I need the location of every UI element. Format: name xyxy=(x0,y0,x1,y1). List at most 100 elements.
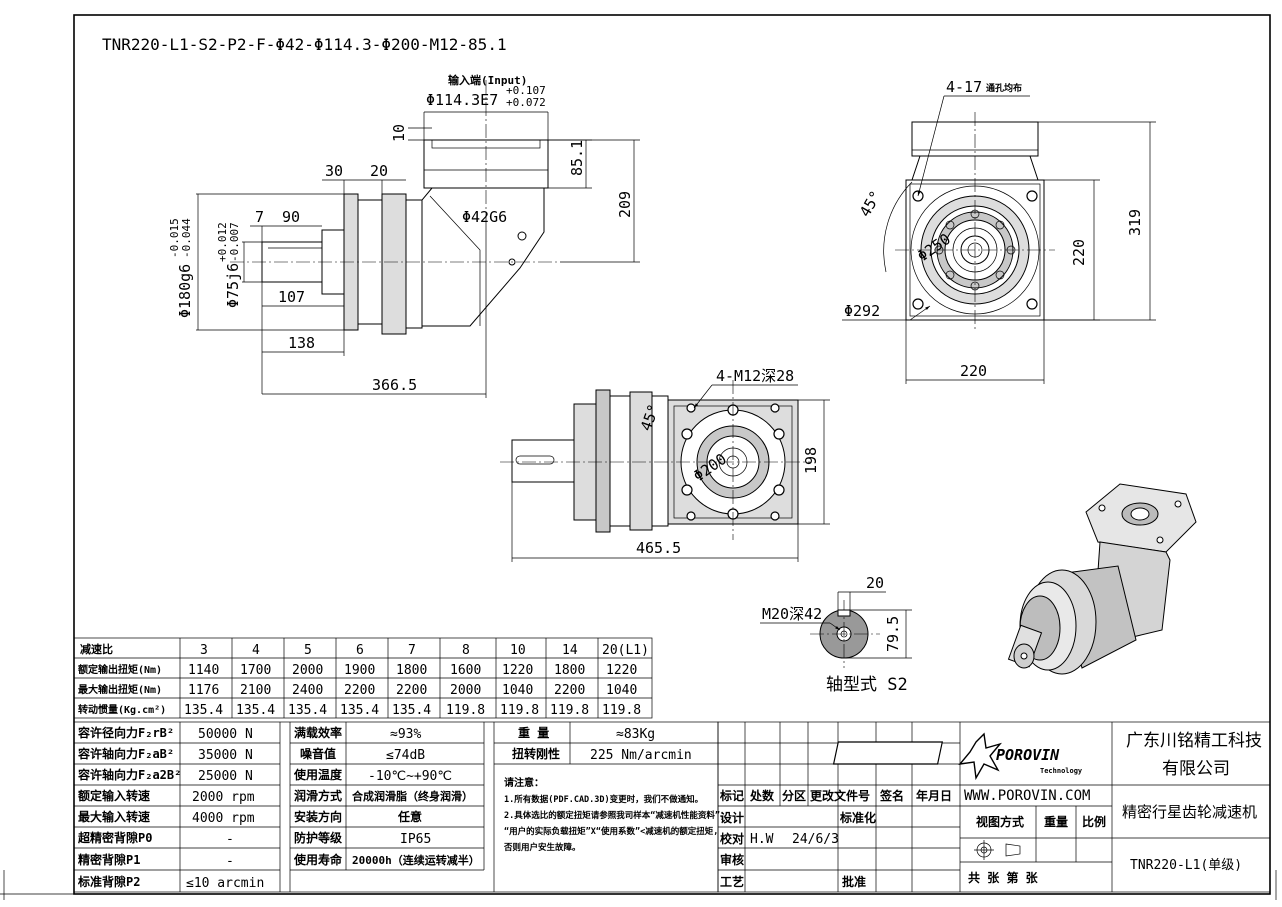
dim-180-tol-upper: -0.015 xyxy=(168,218,181,258)
spec-c1-r7-label: 标准背隙P2 xyxy=(77,874,140,889)
input-bore-dim: Φ114.3E7 xyxy=(426,91,498,109)
ratio-r0-c8: 1800 xyxy=(554,663,585,678)
ratio-r0-c5: 1800 xyxy=(396,663,427,678)
ratio-header-9: 20(L1) xyxy=(602,643,649,658)
dim-90: 90 xyxy=(282,208,300,226)
dim-75-tol-lower: -0.007 xyxy=(228,222,241,262)
spec-c1-r0-label: 容许径向力F₂rB² xyxy=(77,725,174,740)
company-line-2: 有限公司 xyxy=(1162,759,1230,779)
tb-view-mode: 视图方式 xyxy=(976,814,1024,829)
tb-header-2: 分区 xyxy=(782,788,806,803)
ratio-header-6: 8 xyxy=(462,643,470,658)
ratio-r2-c7: 119.8 xyxy=(500,703,539,718)
ratio-header-3: 5 xyxy=(304,643,312,658)
shaft-m20: M20深42 xyxy=(762,605,822,623)
tb-header-5: 年月日 xyxy=(916,788,952,803)
ratio-r2-c9: 119.8 xyxy=(602,703,641,718)
ratio-r2-c1: 135.4 xyxy=(184,703,223,718)
spec-c2-r2-label: 使用温度 xyxy=(293,767,343,782)
shaft-20: 20 xyxy=(866,574,884,592)
ratio-r1-c9: 1040 xyxy=(606,683,637,698)
ratio-r0-label: 额定输出扭矩(Nm) xyxy=(78,663,162,676)
ratio-r1-c1: 1176 xyxy=(188,683,219,698)
spec-c2-r6-value: 20000h（连续运转减半） xyxy=(352,853,480,867)
dim-4-17-note: 通孔均布 xyxy=(986,82,1022,94)
dim-30: 30 xyxy=(325,162,343,180)
drawing-title: TNR220-L1-S2-P2-F-Φ42-Φ114.3-Φ200-M12-85… xyxy=(102,35,507,54)
spec-c2-r5-label: 防护等级 xyxy=(294,830,342,845)
tb-header-1: 处数 xyxy=(749,788,775,803)
spec-c1-r2-label: 容许轴向力F₂a2B² xyxy=(77,767,181,782)
spec-c2-r4-label: 安装方向 xyxy=(294,809,342,824)
ratio-header-7: 10 xyxy=(510,643,526,658)
spec-stiffness-label: 扭转刚性 xyxy=(512,746,560,761)
tb-header-0: 标记 xyxy=(719,788,744,803)
dim-209: 209 xyxy=(616,191,634,218)
ratio-r2-c6: 119.8 xyxy=(446,703,485,718)
ratio-r1-c8: 2200 xyxy=(554,683,585,698)
ratio-r2-c4: 135.4 xyxy=(340,703,379,718)
ratio-r0-c7: 1220 xyxy=(502,663,533,678)
ratio-r2-c3: 135.4 xyxy=(288,703,327,718)
spec-table xyxy=(73,721,719,893)
ratio-r0-c6: 1600 xyxy=(450,663,481,678)
spec-weight-label: 重 量 xyxy=(518,725,549,740)
ratio-r0-c9: 1220 xyxy=(606,663,637,678)
spec-c2-r0-value: ≈93% xyxy=(390,727,421,742)
tb-header-3: 更改文件号 xyxy=(810,788,870,803)
ratio-r2-c2: 135.4 xyxy=(236,703,275,718)
spec-c1-r1-value: 35000 N xyxy=(198,748,253,763)
spec-note-3: “用户的实际负载扭矩”X“使用系数”<减速机的额定扭矩, xyxy=(504,826,718,837)
ratio-table xyxy=(73,637,653,719)
tb-check-date: 24/6/3 xyxy=(792,832,839,847)
ratio-header-0: 减速比 xyxy=(80,642,113,656)
spec-c2-r6-label: 使用寿命 xyxy=(293,852,343,867)
ratio-table-text: 减速比 3 4 5 6 7 8 10 14 20(L1) 额定输出扭矩(Nm) … xyxy=(78,642,649,718)
angle-45-top: 45° xyxy=(856,188,885,220)
spec-c2-r5-value: IP65 xyxy=(400,832,431,847)
ratio-r1-c6: 2000 xyxy=(450,683,481,698)
sheet-frame xyxy=(73,14,1271,895)
spec-c1-r6-label: 精密背隙P1 xyxy=(78,852,140,867)
spec-c2-r3-label: 润滑方式 xyxy=(294,788,342,803)
spec-notes-title: 请注意： xyxy=(504,776,544,789)
ratio-r1-c3: 2400 xyxy=(292,683,323,698)
dim-292: Φ292 xyxy=(844,302,880,320)
dim-220-vertical: 220 xyxy=(1070,239,1088,266)
dim-366-5: 366.5 xyxy=(372,376,417,394)
ratio-r0-c2: 1700 xyxy=(240,663,271,678)
shaft-type-label: 轴型式 S2 xyxy=(826,675,908,695)
spec-c1-r3-value: 2000 rpm xyxy=(192,790,255,805)
spec-weight-value: ≈83Kg xyxy=(616,727,655,742)
tb-scale: 比例 xyxy=(1082,814,1106,829)
dim-319: 319 xyxy=(1126,209,1144,236)
ratio-r1-c4: 2200 xyxy=(344,683,375,698)
spec-c1-r5-label: 超精密背隙P0 xyxy=(77,830,152,845)
spec-c2-r1-label: 噪音值 xyxy=(300,746,336,761)
ratio-r1-c2: 2100 xyxy=(240,683,271,698)
ratio-r1-c5: 2200 xyxy=(396,683,427,698)
spec-note-2: 2.具体选比的额定扭矩请参照我司样本“减速机性能资料”； xyxy=(504,810,728,821)
logo-subtext: Technology xyxy=(1040,767,1083,775)
tb-design: 设计 xyxy=(720,810,744,825)
dim-42: Φ42G6 xyxy=(462,208,507,226)
dim-4-m12: 4-M12深28 xyxy=(716,367,794,385)
isometric-view xyxy=(1007,483,1197,675)
input-bore-tol-lower: +0.072 xyxy=(506,96,546,109)
spec-c1-r2-value: 25000 N xyxy=(198,769,253,784)
porovin-logo-icon: POROVIN Technology xyxy=(832,732,1083,781)
shaft-79-5: 79.5 xyxy=(884,616,902,652)
spec-c1-r4-value: 4000 rpm xyxy=(192,811,255,826)
dim-75-tol-upper: +0.012 xyxy=(216,222,229,262)
ratio-header-2: 4 xyxy=(252,643,260,658)
spec-c1-r0-value: 50000 N xyxy=(198,727,253,742)
dim-20-side: 20 xyxy=(370,162,388,180)
dim-4-17: 4-17 xyxy=(946,78,982,96)
ratio-r0-c1: 1140 xyxy=(188,663,219,678)
dim-180: Φ180g6 xyxy=(176,264,194,318)
spec-stiffness-value: 225 Nm/arcmin xyxy=(590,748,692,763)
dim-138: 138 xyxy=(288,334,315,352)
logo-text: POROVIN xyxy=(996,746,1060,764)
ratio-header-8: 14 xyxy=(562,643,578,658)
spec-c1-r6-value: - xyxy=(226,854,234,869)
